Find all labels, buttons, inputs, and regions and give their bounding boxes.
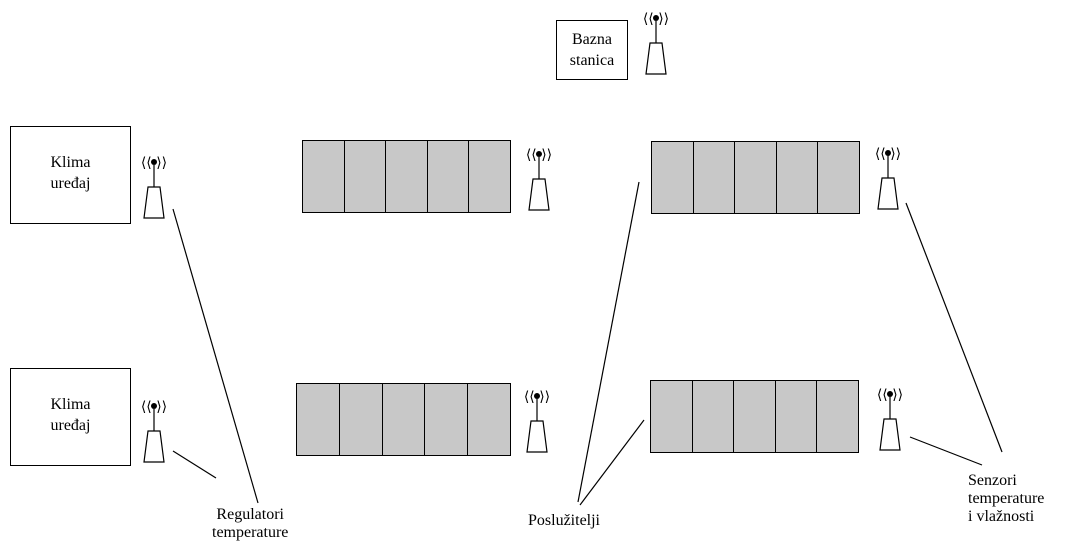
base-station-antenna-icon: ⟨⟨ ⟩⟩ xyxy=(643,11,669,75)
ac-unit-bottom: Klima uređaj xyxy=(10,368,131,466)
server-leader-bottom xyxy=(579,419,645,506)
server-unit xyxy=(382,384,426,455)
server-unit xyxy=(297,384,340,455)
sensors-callout-line2: temperature xyxy=(968,490,1045,507)
server-unit xyxy=(651,381,693,452)
ac-unit-bottom-label-line1: Klima xyxy=(50,396,91,413)
rack-antenna-icon: ⟨⟨ ⟩⟩ xyxy=(875,146,901,210)
rack-antenna-icon: ⟨⟨ ⟩⟩ xyxy=(524,389,550,453)
server-unit xyxy=(775,381,818,452)
sensors-callout-line1: Senzori xyxy=(968,472,1017,489)
ac-top-antenna-icon: ⟨⟨ ⟩⟩ xyxy=(141,155,167,219)
base-station-label-line1: Bazna xyxy=(572,31,612,48)
server-leader-top xyxy=(577,181,640,503)
regulators-callout-line2: temperature xyxy=(212,524,289,541)
server-unit xyxy=(427,141,470,212)
server-unit xyxy=(735,142,777,213)
regulators-callout: Regulatori temperature xyxy=(212,506,288,542)
regulator-leader-top xyxy=(172,208,259,504)
ac-bottom-antenna-icon: ⟨⟨ ⟩⟩ xyxy=(141,399,167,463)
server-unit xyxy=(425,384,469,455)
ac-unit-top-label-line2: uređaj xyxy=(50,175,91,192)
server-unit xyxy=(468,384,510,455)
sensors-callout-line3: i vlažnosti xyxy=(968,508,1035,525)
server-unit xyxy=(303,141,345,212)
server-unit xyxy=(386,141,428,212)
server-unit xyxy=(339,384,383,455)
base-station-label-line2: stanica xyxy=(569,52,615,69)
server-unit xyxy=(693,142,736,213)
servers-callout: Poslužitelji xyxy=(528,512,600,530)
server-rack xyxy=(296,383,511,456)
sensor-leader-top xyxy=(905,202,1003,453)
regulators-callout-line1: Regulatori xyxy=(216,506,284,523)
regulator-leader-bottom xyxy=(172,450,217,479)
ac-unit-top: Klima uređaj xyxy=(10,126,131,224)
server-unit xyxy=(817,381,858,452)
server-unit xyxy=(652,142,694,213)
ac-unit-top-label-line1: Klima xyxy=(50,154,91,171)
server-rack xyxy=(650,380,859,453)
ac-unit-bottom-label-line2: uređaj xyxy=(50,417,91,434)
rack-antenna-icon: ⟨⟨ ⟩⟩ xyxy=(526,147,552,211)
server-unit xyxy=(344,141,387,212)
server-unit xyxy=(734,381,776,452)
server-rack xyxy=(302,140,511,213)
server-unit xyxy=(692,381,735,452)
servers-callout-line1: Poslužitelji xyxy=(528,512,600,529)
sensors-callout: Senzori temperature i vlažnosti xyxy=(968,472,1044,526)
rack-antenna-icon: ⟨⟨ ⟩⟩ xyxy=(877,387,903,451)
sensor-leader-bottom xyxy=(909,436,983,466)
server-unit xyxy=(469,141,510,212)
server-unit xyxy=(818,142,859,213)
base-station-box: Bazna stanica xyxy=(556,20,628,80)
server-rack xyxy=(651,141,860,214)
server-unit xyxy=(776,142,819,213)
